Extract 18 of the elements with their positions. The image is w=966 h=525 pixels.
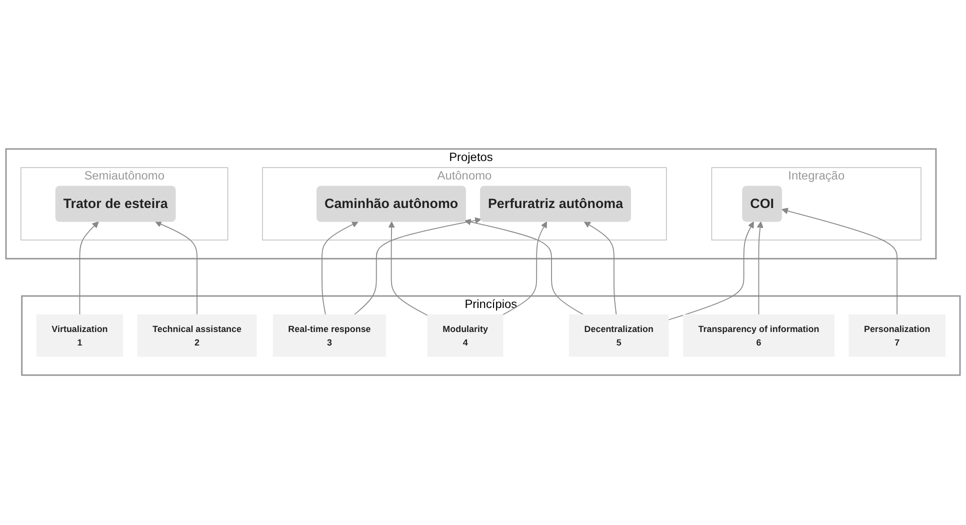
node-box: Real-time response 3 xyxy=(272,314,386,358)
arrow xyxy=(756,222,764,316)
arrow xyxy=(388,222,428,316)
node-box: Personalization 7 xyxy=(848,314,946,358)
node-box: Virtualization 1 xyxy=(36,314,124,358)
arrow xyxy=(79,222,99,316)
arrow xyxy=(782,208,898,316)
node-box: Technical assistance 2 xyxy=(137,314,257,358)
arrow xyxy=(502,222,548,316)
arrow xyxy=(584,222,617,316)
arrow xyxy=(155,222,198,316)
arrow xyxy=(464,219,584,316)
arrow xyxy=(322,222,358,316)
arrow xyxy=(668,222,754,321)
node-box: Modularity 4 xyxy=(427,314,504,358)
arrow xyxy=(354,218,482,316)
node-box: Decentralization 5 xyxy=(569,314,669,358)
node-box: Transparency of information 6 xyxy=(682,314,834,358)
